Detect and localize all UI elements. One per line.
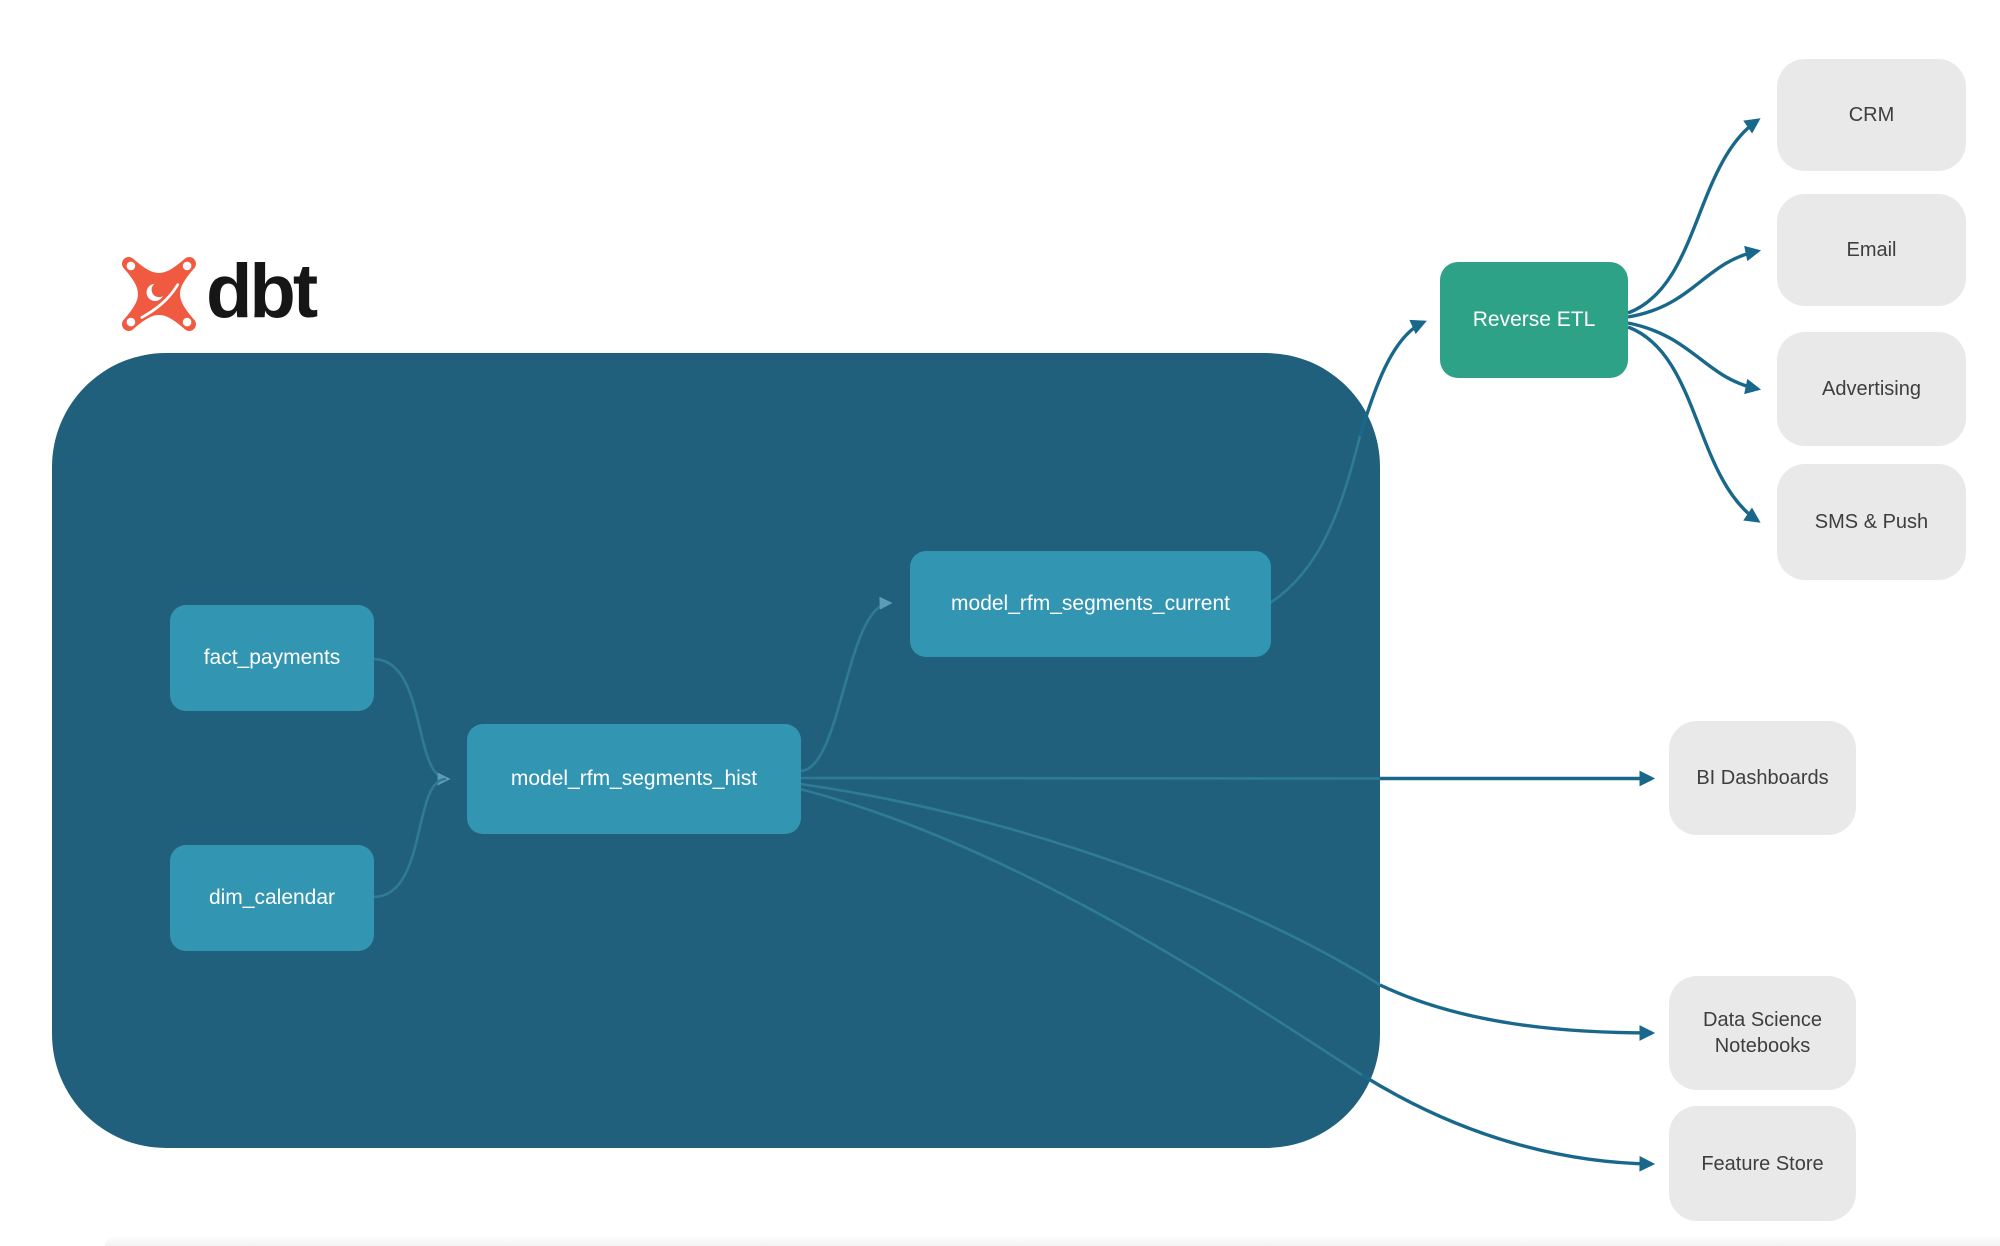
edge-hist-to-current bbox=[799, 596, 893, 773]
edge-hist-to-ds-notebooks bbox=[1379, 983, 1656, 1041]
edge-reverse-etl-to-sms-push bbox=[1627, 325, 1761, 523]
node-model-rfm-segments-current: model_rfm_segments_current bbox=[910, 551, 1271, 657]
edge-current-to-reverse-etl bbox=[1358, 319, 1427, 437]
node-sms-push: SMS & Push bbox=[1777, 464, 1966, 580]
node-label: dim_calendar bbox=[208, 886, 336, 910]
node-label: Reverse ETL bbox=[1472, 308, 1596, 332]
edge-hist-to-notebooks-inside bbox=[799, 782, 1381, 987]
node-email: Email bbox=[1777, 194, 1966, 306]
edge-reverse-etl-to-advertising bbox=[1627, 321, 1762, 395]
edge-dim-calendar-to-hist bbox=[372, 777, 447, 899]
edge-hist-to-bi-inside bbox=[799, 776, 1381, 780]
node-feature-store: Feature Store bbox=[1669, 1106, 1856, 1221]
node-bi-dashboards: BI Dashboards bbox=[1669, 721, 1856, 835]
node-model-rfm-segments-hist: model_rfm_segments_hist bbox=[467, 724, 801, 834]
node-label: Data Science Notebooks bbox=[1703, 1009, 1822, 1057]
edge-hist-to-feature-store-inside bbox=[799, 787, 1363, 1077]
node-label: model_rfm_segments_hist bbox=[510, 767, 758, 791]
edge-reverse-etl-to-crm bbox=[1627, 118, 1761, 315]
node-label: Advertising bbox=[1822, 378, 1921, 400]
bottom-edge-artifact bbox=[105, 1237, 2000, 1246]
node-label: CRM bbox=[1848, 104, 1895, 126]
dbt-wordmark: dbt bbox=[206, 249, 318, 334]
node-data-science-notebooks: Data Science Notebooks bbox=[1669, 976, 1856, 1090]
node-label: Feature Store bbox=[1701, 1152, 1824, 1175]
dbt-star-icon bbox=[121, 256, 197, 331]
node-reverse-etl: Reverse ETL bbox=[1440, 262, 1628, 378]
node-label: SMS & Push bbox=[1814, 511, 1929, 533]
edge-hist-to-feature-store bbox=[1361, 1073, 1656, 1172]
edge-current-to-reverse-etl-inside bbox=[1269, 435, 1362, 605]
node-fact-payments: fact_payments bbox=[170, 605, 374, 711]
edge-fact-payments-to-hist bbox=[372, 657, 451, 786]
node-label: Email bbox=[1846, 239, 1897, 261]
node-label: fact_payments bbox=[203, 646, 341, 670]
node-dim-calendar: dim_calendar bbox=[170, 845, 374, 951]
node-label: model_rfm_segments_current bbox=[951, 592, 1230, 616]
node-label: BI Dashboards bbox=[1696, 767, 1829, 789]
node-crm: CRM bbox=[1777, 59, 1966, 171]
dbt-logo: dbt bbox=[120, 249, 318, 335]
node-advertising: Advertising bbox=[1777, 332, 1966, 446]
edge-reverse-etl-to-email bbox=[1627, 245, 1762, 319]
